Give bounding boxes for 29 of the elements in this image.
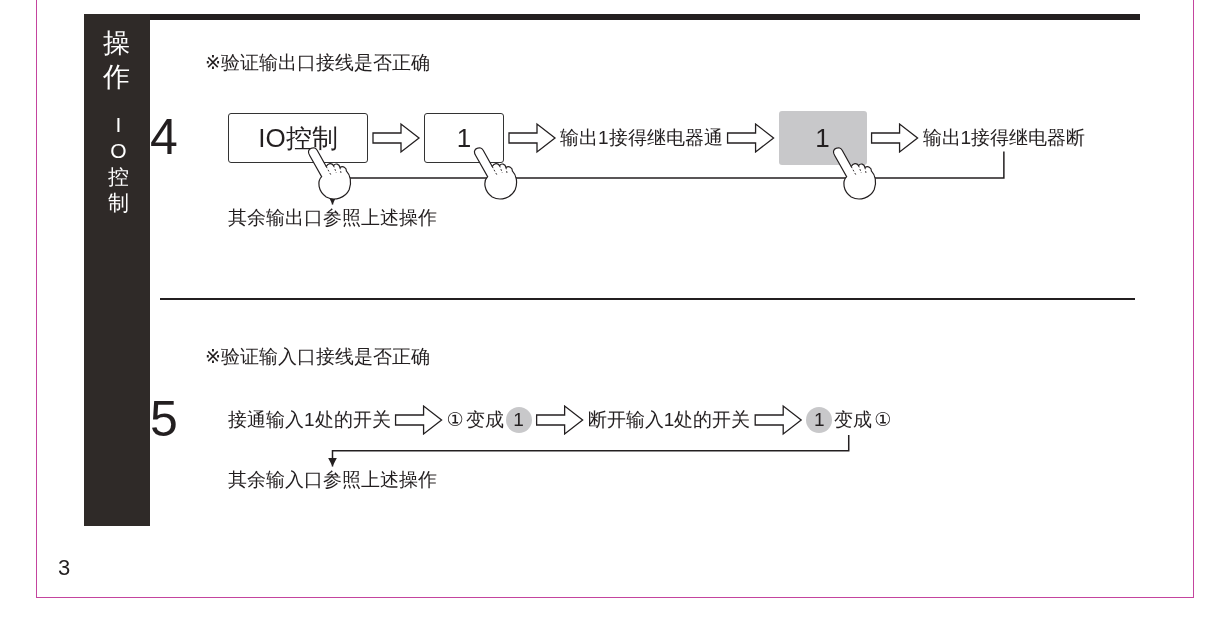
step-text: 断开输入1处的开关 (587, 408, 751, 432)
pressed-button: 1 (778, 111, 867, 165)
filled-number-badge: 1 (505, 407, 532, 433)
arrow (870, 122, 919, 154)
arrow (328, 434, 850, 468)
step-text: 输出1接得继电器断 (922, 126, 1086, 150)
step-text: 变成 (834, 408, 873, 432)
step-text: 接通输入1处的开关 (228, 408, 391, 432)
page-number: 3 (58, 555, 71, 581)
screen-button: IO控制 (228, 113, 368, 163)
step-number: 5 (150, 390, 178, 448)
arrow (372, 122, 421, 154)
step-text: ① (446, 408, 464, 432)
note-text: ※验证输出口接线是否正确 (205, 51, 430, 75)
step-text: 其余输出口参照上述操作 (228, 206, 437, 230)
arrow (508, 122, 557, 154)
filled-number-badge: 1 (806, 407, 833, 433)
note-text: ※验证输入口接线是否正确 (205, 345, 430, 369)
side-tab-title: 操作 (103, 27, 130, 94)
arrow (754, 404, 803, 436)
arrow (726, 122, 775, 154)
step-text: 输出1接得继电器通 (560, 126, 723, 150)
arrow (536, 404, 584, 436)
step-number: 4 (150, 108, 178, 166)
step-text: 其余输入口参照上述操作 (228, 468, 437, 492)
side-tab-title: IO控制 (108, 112, 129, 216)
step-text: ① (874, 408, 892, 432)
arrow (394, 404, 443, 436)
step-text: 变成 (465, 408, 504, 432)
